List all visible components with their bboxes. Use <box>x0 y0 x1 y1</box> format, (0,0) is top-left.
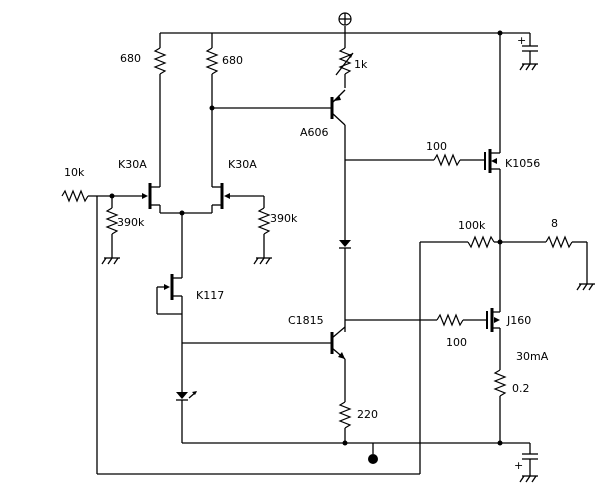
resistor-8-load: 8 <box>500 217 595 291</box>
resistor-680-right: 680 <box>205 33 243 180</box>
jfet-k117: K117 <box>156 213 224 392</box>
transistor-a606: A606 <box>212 89 346 240</box>
bias-diode <box>339 240 351 332</box>
r-load-right-label: 680 <box>222 54 243 67</box>
mosfet-bottom-label: J160 <box>506 314 531 327</box>
transistor-c1815: C1815 <box>182 314 346 402</box>
jfet-left-label: K30A <box>118 158 147 171</box>
mosfet-top-label: K1056 <box>505 157 540 170</box>
jfet-k30a-left: K30A <box>118 158 212 214</box>
resistor-1k-variable: 1k <box>335 33 368 88</box>
resistor-100k-feedback: 100k <box>96 196 500 475</box>
cap-plus-bottom-label: + <box>514 459 523 472</box>
supply-capacitor-top: + <box>517 33 538 71</box>
current-label: 30mA <box>516 350 549 363</box>
r-bias-right-label: 390k <box>270 212 298 225</box>
mosfet-j160: J160 <box>486 300 531 370</box>
r-emitter-label: 220 <box>357 408 378 421</box>
r-bias-left-label: 390k <box>117 216 145 229</box>
jfet-k30a-right: K30A <box>179 158 264 216</box>
ground-junction <box>368 443 378 464</box>
supply-capacitor-bottom: + <box>514 443 538 483</box>
resistor-100-top: 100 <box>345 140 484 167</box>
resistor-390k-left: 390k <box>101 196 145 265</box>
resistor-390k-right: 390k <box>253 196 298 265</box>
resistor-680-left: 680 <box>120 33 167 180</box>
q-pnp-label: A606 <box>300 126 329 139</box>
r-var-label: 1k <box>354 58 368 71</box>
jfet-cs-label: K117 <box>196 289 224 302</box>
q-npn-label: C1815 <box>288 314 324 327</box>
jfet-right-label: K30A <box>228 158 257 171</box>
led <box>176 391 197 443</box>
r-gate-bottom-label: 100 <box>446 336 467 349</box>
resistor-10k-input: 10k <box>61 166 142 203</box>
cap-plus-top-label: + <box>517 34 526 47</box>
r-gate-top-label: 100 <box>426 140 447 153</box>
mosfet-k1056: K1056 <box>484 30 540 300</box>
resistor-220: 220 <box>338 401 378 446</box>
r-source-label: 0.2 <box>512 382 530 395</box>
r-load-out-label: 8 <box>551 217 558 230</box>
r-in-label: 10k <box>64 166 85 179</box>
top-rail <box>160 12 530 34</box>
resistor-0-2: 30mA 0.2 <box>493 350 549 446</box>
resistor-100-bottom: 100 <box>345 313 486 349</box>
r-load-left-label: 680 <box>120 52 141 65</box>
r-feedback-label: 100k <box>458 219 486 232</box>
